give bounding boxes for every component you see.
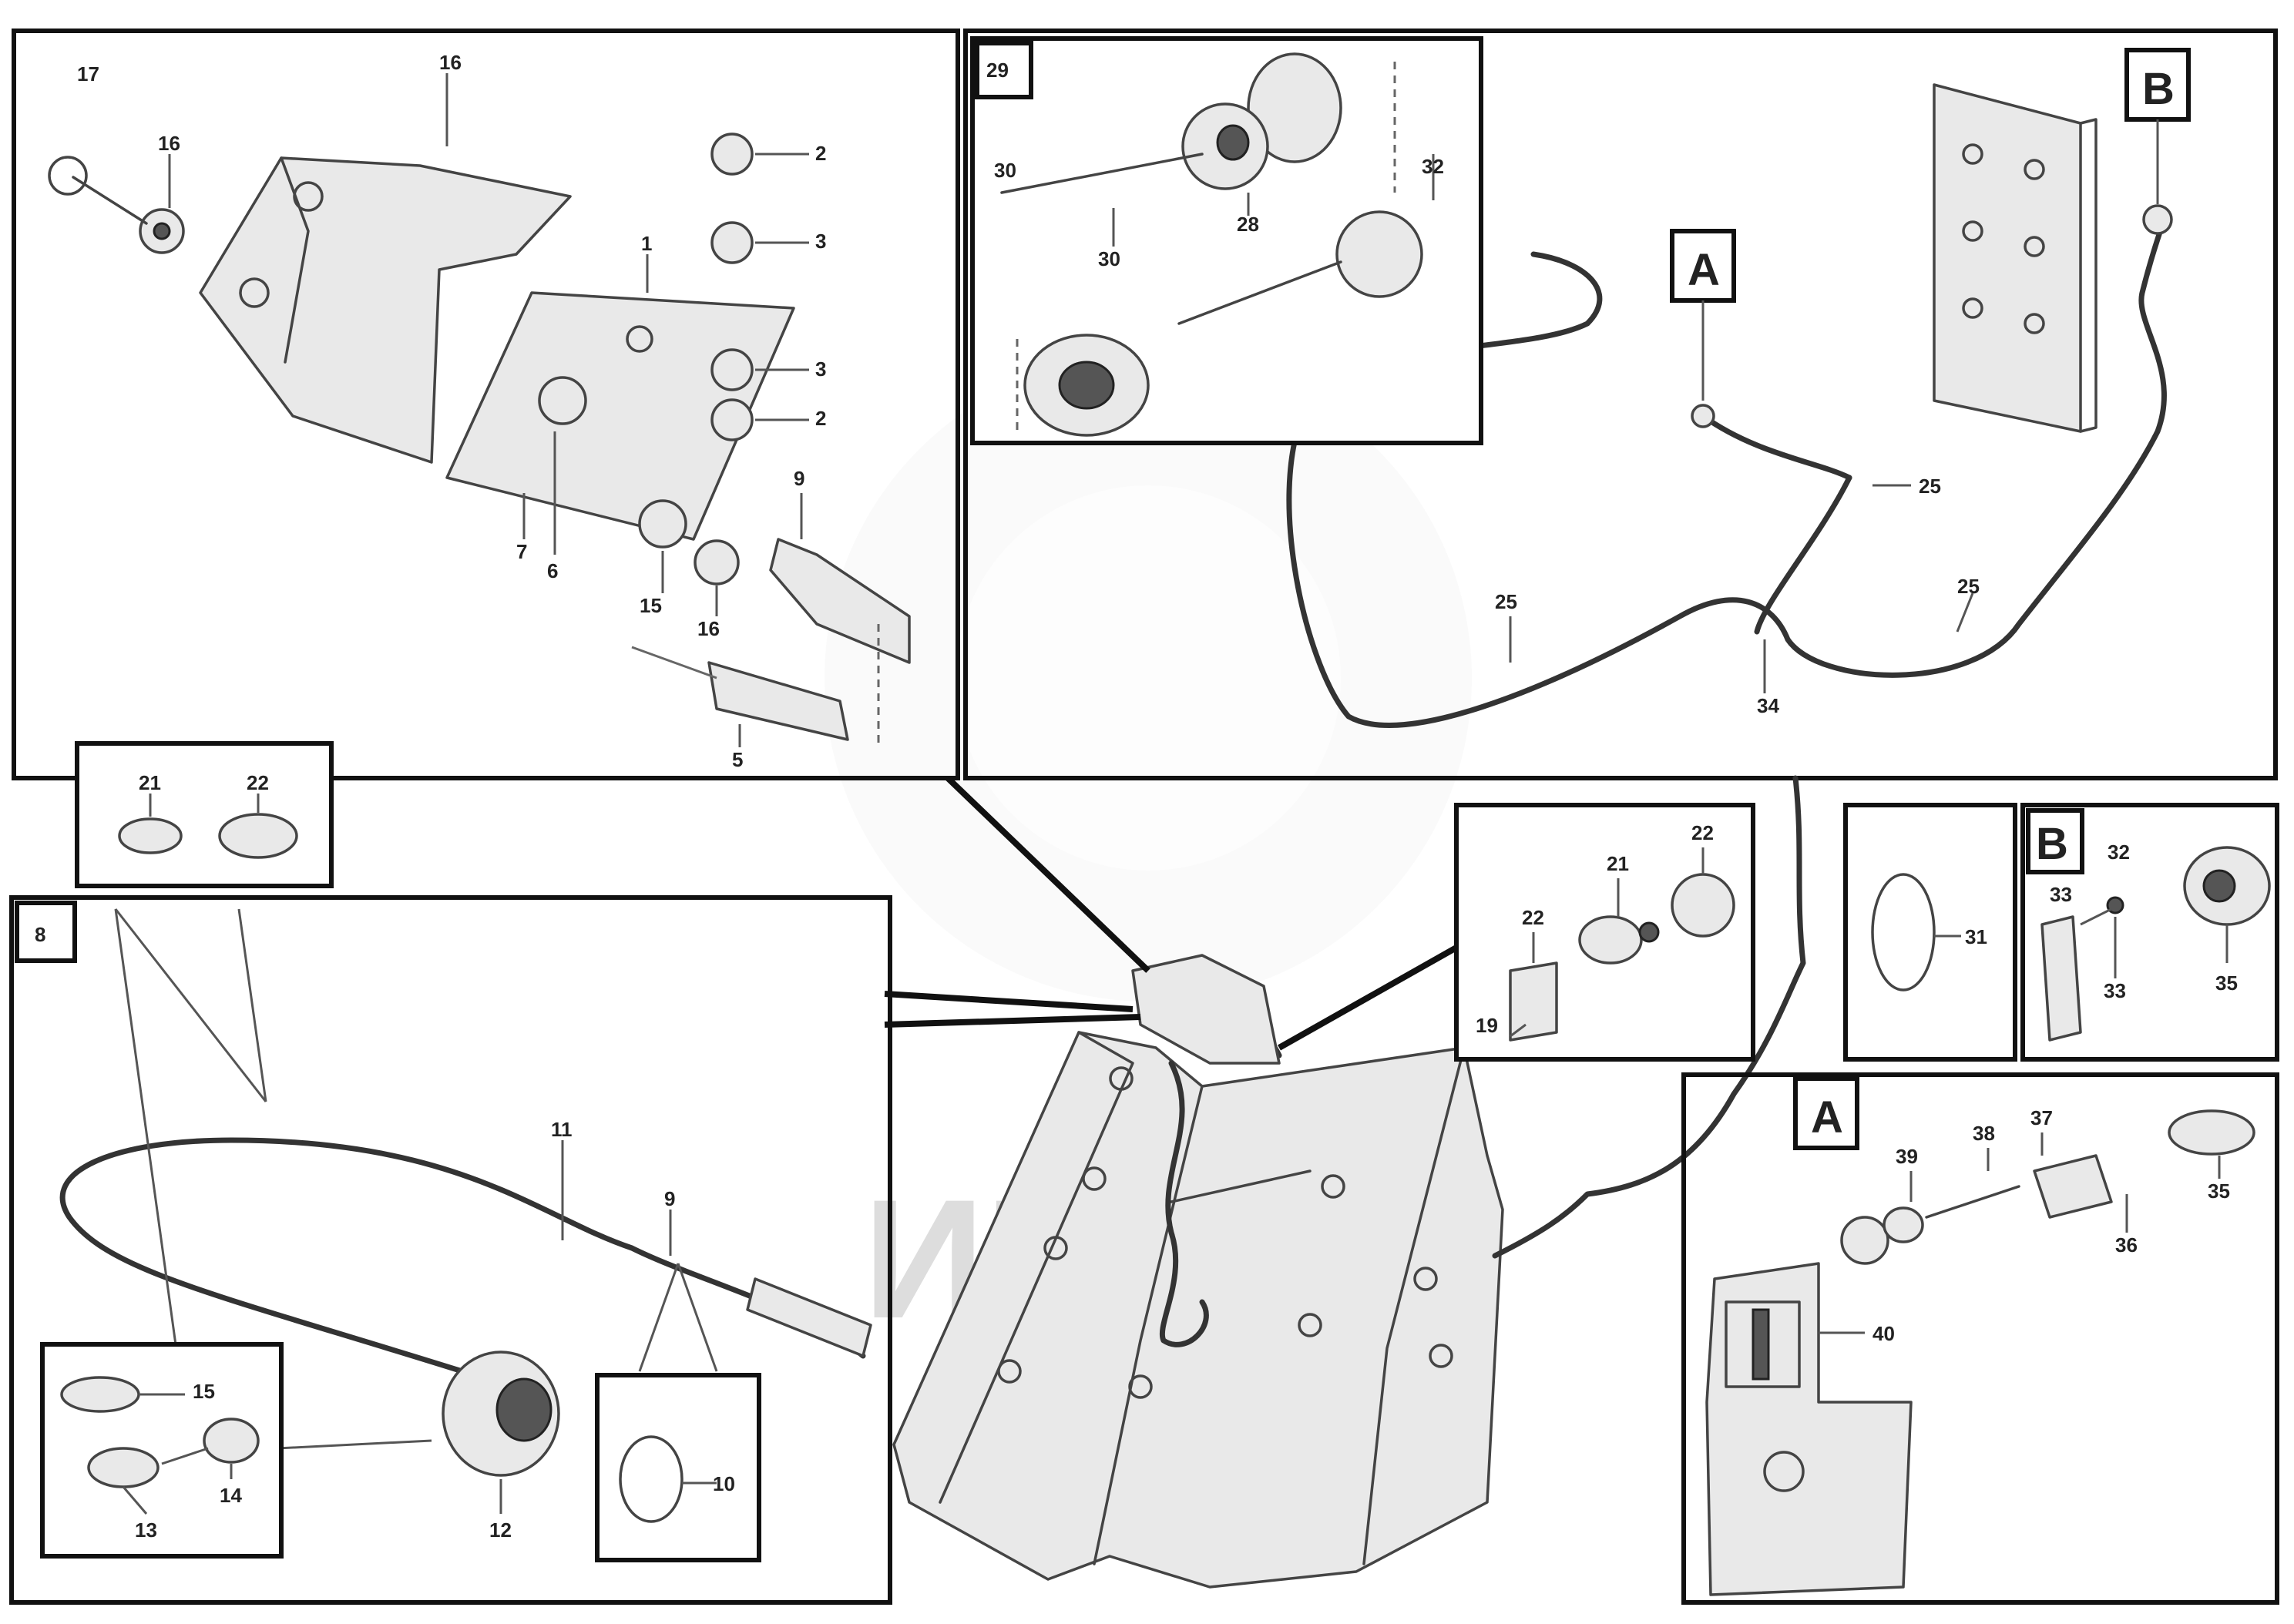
tag-a-top <box>1670 229 1736 303</box>
letter-a-bottom: A <box>1811 1092 1843 1143</box>
callout-25c: 25 <box>1495 590 1517 613</box>
callout-22b: 22 <box>1522 906 1544 929</box>
panel-top-right-frame <box>963 29 2278 780</box>
callout-9b: 9 <box>664 1187 675 1210</box>
callout-32: 32 <box>1422 155 1444 178</box>
callout-25a: 25 <box>1919 475 1941 498</box>
callout-5: 5 <box>732 748 743 771</box>
callout-28: 28 <box>1237 213 1259 236</box>
callout-7: 7 <box>516 540 527 563</box>
callout-39: 39 <box>1896 1145 1918 1168</box>
panel-detail-a-frame <box>1681 1072 2279 1605</box>
callout-2: 2 <box>815 142 826 165</box>
inset-clips-frame <box>75 741 334 888</box>
callout-32b: 32 <box>2108 841 2130 864</box>
callout-21b: 21 <box>1607 852 1629 875</box>
inset-switch-parts <box>1454 803 1755 1062</box>
callout-25b: 25 <box>1957 575 1980 598</box>
callout-22c: 22 <box>1691 821 1714 844</box>
callout-37: 37 <box>2030 1106 2053 1129</box>
inset-tag-29: 29 <box>986 59 1009 82</box>
inset-detail-b <box>2020 803 2279 1062</box>
letter-b-top: B <box>2142 64 2175 114</box>
callout-10: 10 <box>713 1472 735 1495</box>
callout-35b: 35 <box>2208 1179 2230 1203</box>
inset-cable-tie-frame <box>595 1373 761 1562</box>
inset-clips <box>75 741 334 888</box>
tag-a-bottom <box>1793 1076 1859 1150</box>
callout-9: 9 <box>794 467 804 490</box>
inset-connector-tag <box>975 41 1033 99</box>
callout-30b: 30 <box>1098 247 1120 270</box>
inset-grommets <box>40 1342 284 1559</box>
letter-b-inset: B <box>2036 819 2068 869</box>
callout-38: 38 <box>1973 1122 1995 1145</box>
callout-2b: 2 <box>815 407 826 430</box>
callout-33b: 33 <box>2104 979 2126 1002</box>
panel-detail-a <box>1681 1072 2279 1605</box>
callout-3: 3 <box>815 230 826 253</box>
panel-8-tag <box>15 901 77 963</box>
callout-12: 12 <box>489 1518 512 1542</box>
callout-16-washer: 16 <box>158 132 180 155</box>
callout-34: 34 <box>1757 694 1779 717</box>
tag-b-top <box>2124 48 2191 122</box>
callout-16: 16 <box>439 51 462 74</box>
panel-top-left <box>12 29 960 780</box>
callout-22: 22 <box>247 771 269 794</box>
tag-b-inset <box>2026 808 2084 874</box>
callout-3b: 3 <box>815 357 826 381</box>
panel-bottom-left <box>9 895 892 1605</box>
callout-14: 14 <box>220 1484 242 1507</box>
callout-35: 35 <box>2215 971 2238 995</box>
callout-1: 1 <box>641 232 652 255</box>
callout-15: 15 <box>640 594 662 617</box>
callout-40: 40 <box>1872 1322 1895 1345</box>
callout-31: 31 <box>1965 925 1987 948</box>
main-frame-assembly <box>884 775 1806 1589</box>
callout-17: 17 <box>77 62 99 86</box>
callout-13: 13 <box>135 1518 157 1542</box>
inset-clamp-31 <box>1843 803 2017 1062</box>
panel-bottom-left-frame <box>9 895 892 1605</box>
callout-33: 33 <box>2050 883 2072 906</box>
callout-36: 36 <box>2115 1233 2138 1257</box>
inset-clamp-31-frame <box>1843 803 2017 1062</box>
letter-a-top: A <box>1688 245 1720 295</box>
panel-8-tag-text: 8 <box>35 923 45 946</box>
callout-16c: 16 <box>697 617 720 640</box>
inset-connector-detail <box>970 36 1483 445</box>
callout-6: 6 <box>547 559 558 582</box>
panel-top-left-frame <box>12 29 960 780</box>
callout-30a: 30 <box>994 159 1016 182</box>
callout-19: 19 <box>1476 1014 1498 1037</box>
callout-21: 21 <box>139 771 161 794</box>
inset-cable-tie <box>595 1373 761 1562</box>
callout-11: 11 <box>551 1118 573 1141</box>
callout-15b: 15 <box>193 1380 215 1403</box>
